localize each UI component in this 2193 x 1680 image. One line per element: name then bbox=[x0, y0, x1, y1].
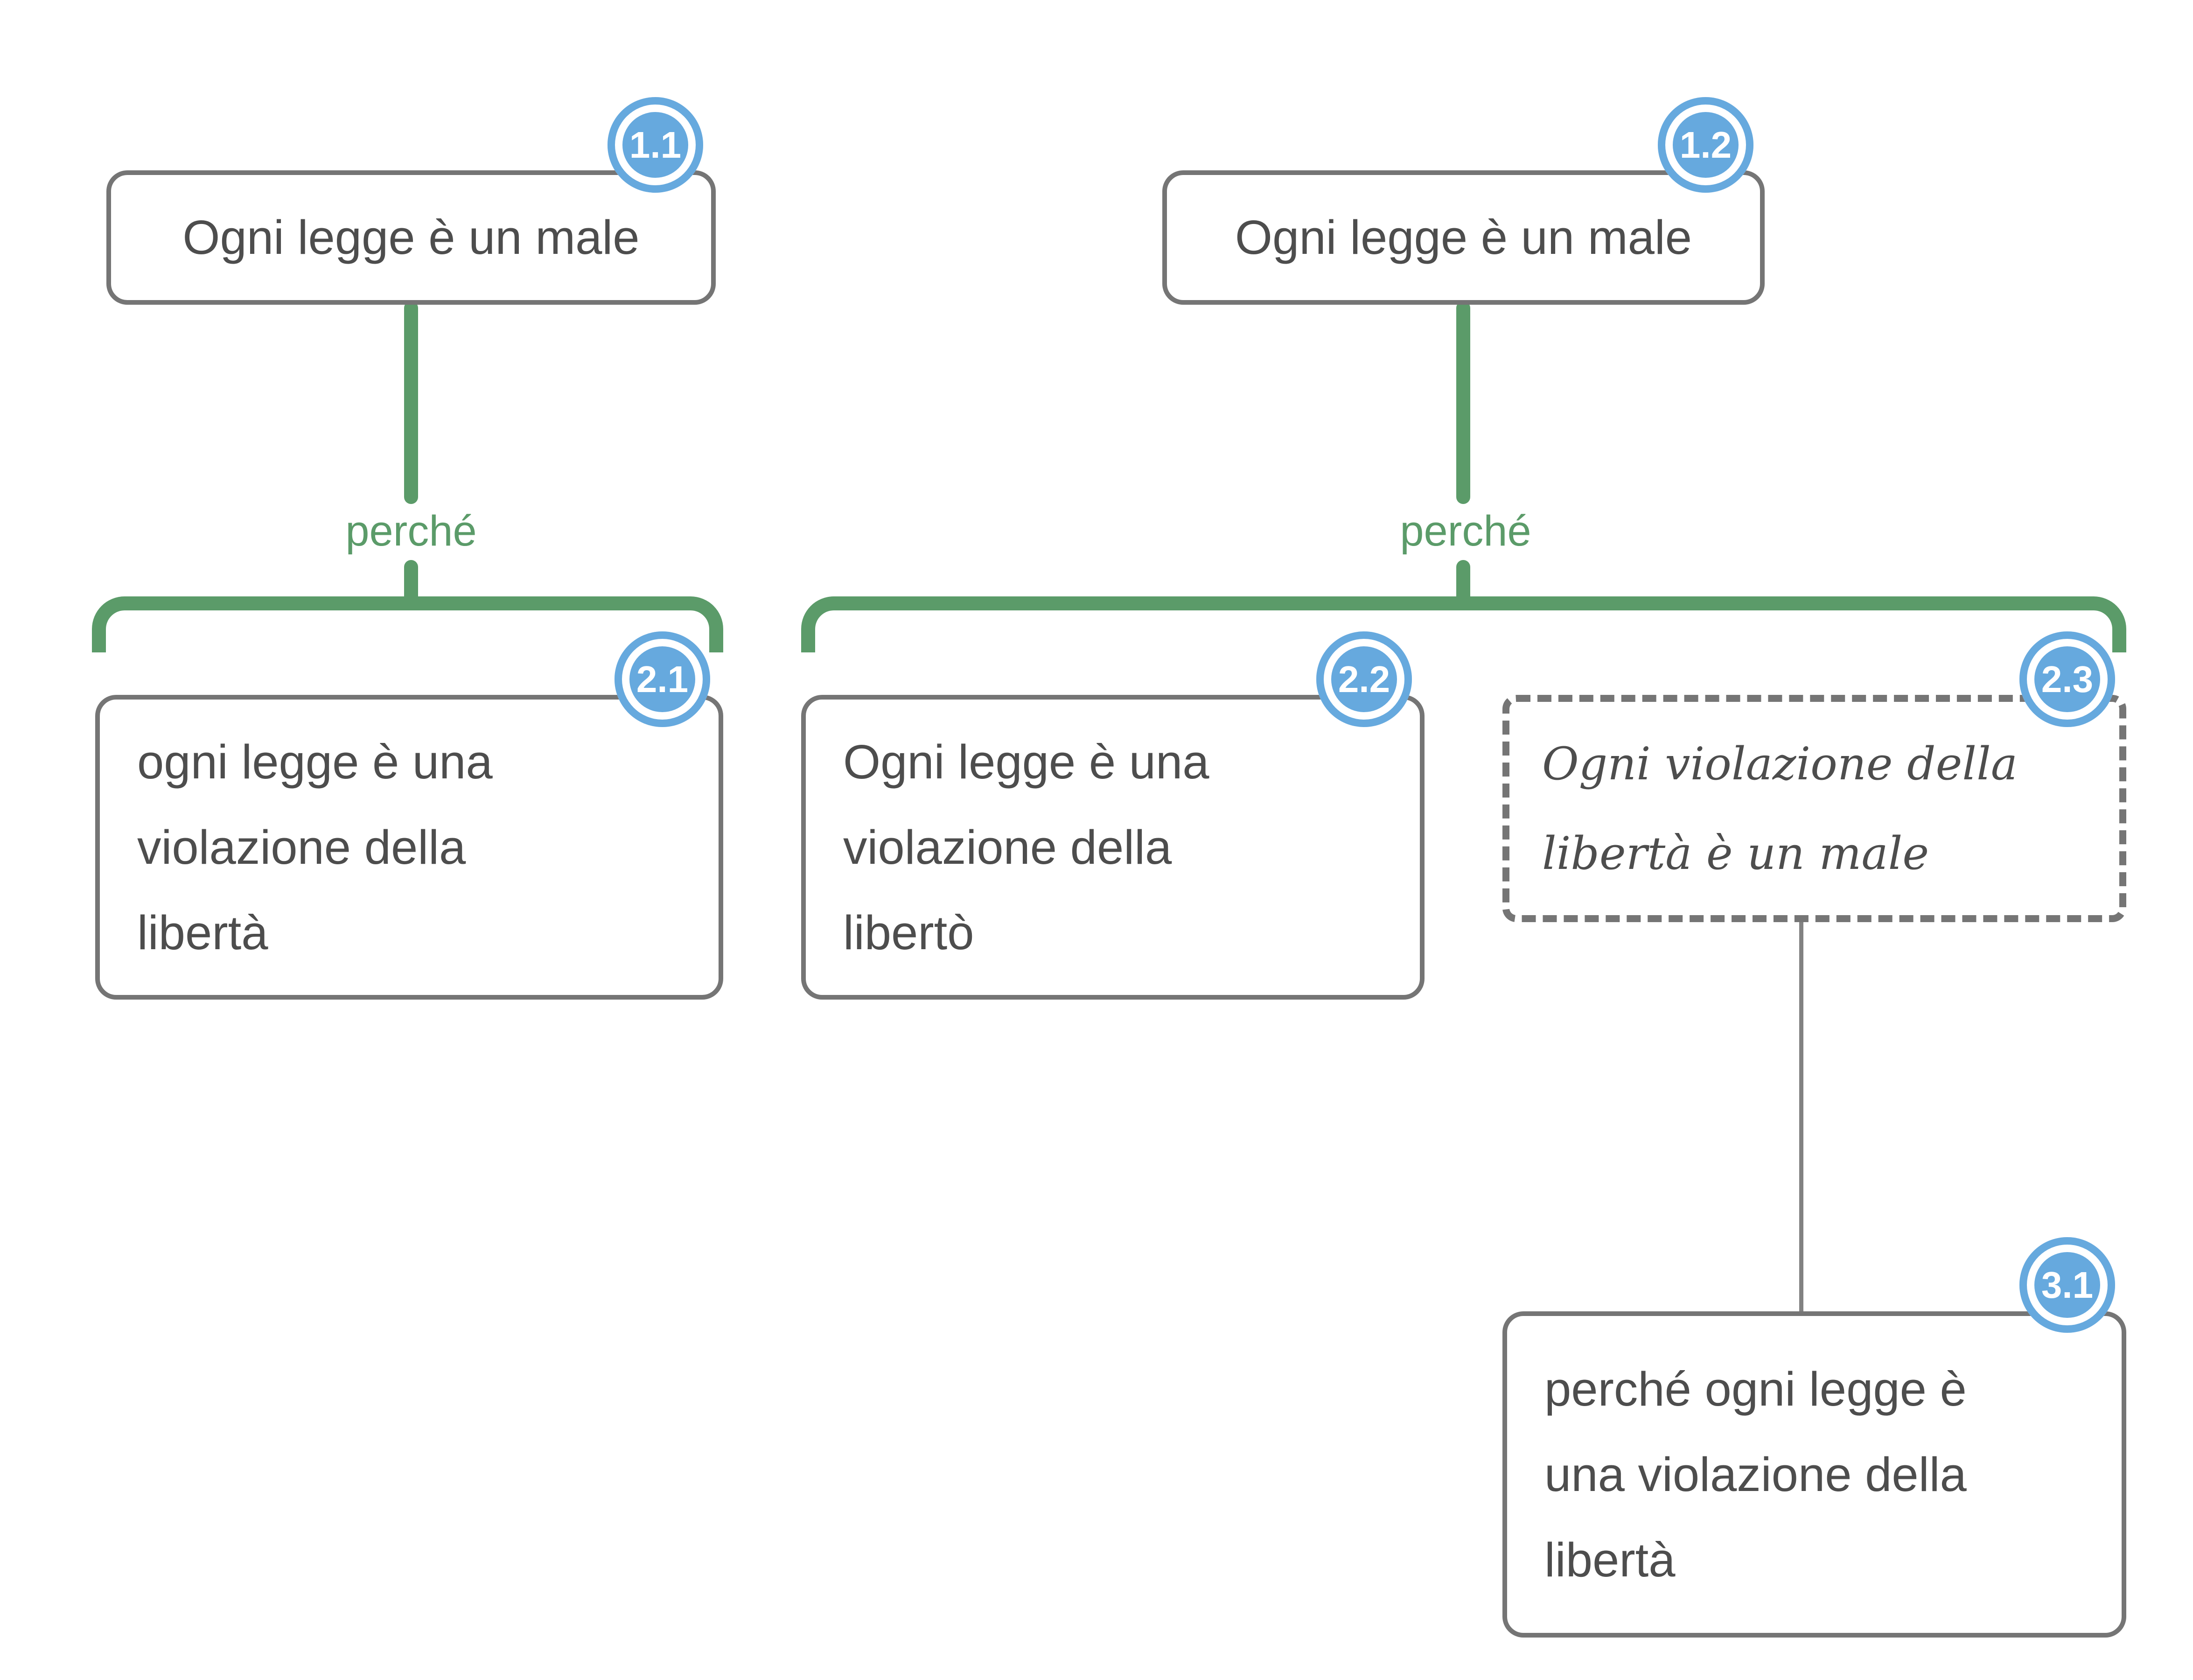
node-1-1[interactable]: Ogni legge è un male bbox=[106, 170, 716, 305]
node-2-3-badge: 2.3 bbox=[2019, 631, 2115, 727]
connector-line-1-2-upper bbox=[1456, 301, 1470, 504]
node-2-1-text: ogni legge è una violazione della libert… bbox=[137, 735, 493, 960]
node-1-2-badge: 1.2 bbox=[1658, 97, 1753, 193]
node-2-3[interactable]: Ogni violazione della libertà è un male bbox=[1502, 695, 2126, 922]
relation-label-right: perché bbox=[1400, 507, 1531, 555]
node-3-1[interactable]: perché ogni legge è una violazione della… bbox=[1502, 1311, 2126, 1638]
relation-label-left: perché bbox=[345, 507, 477, 555]
connector-line-1-1-upper bbox=[404, 301, 418, 504]
connector-line-2-3-to-3-1 bbox=[1799, 922, 1803, 1311]
node-3-1-badge: 3.1 bbox=[2019, 1237, 2115, 1333]
node-3-1-text: perché ogni legge è una violazione della… bbox=[1544, 1362, 1967, 1587]
node-1-1-text: Ogni legge è un male bbox=[182, 210, 640, 265]
node-2-1-badge: 2.1 bbox=[615, 631, 710, 727]
node-2-2-badge: 2.2 bbox=[1316, 631, 1412, 727]
node-2-2[interactable]: Ogni legge è una violazione della libert… bbox=[801, 695, 1425, 1000]
node-2-1[interactable]: ogni legge è una violazione della libert… bbox=[95, 695, 723, 1000]
node-1-1-badge: 1.1 bbox=[608, 97, 703, 193]
bracket-left bbox=[92, 596, 723, 652]
bracket-right bbox=[801, 596, 2126, 652]
node-2-2-text: Ogni legge è una violazione della libert… bbox=[843, 735, 1209, 960]
node-1-2[interactable]: Ogni legge è un male bbox=[1162, 170, 1765, 305]
node-1-2-text: Ogni legge è un male bbox=[1235, 210, 1692, 265]
node-2-3-text: Ogni violazione della libertà è un male bbox=[1542, 737, 2018, 880]
